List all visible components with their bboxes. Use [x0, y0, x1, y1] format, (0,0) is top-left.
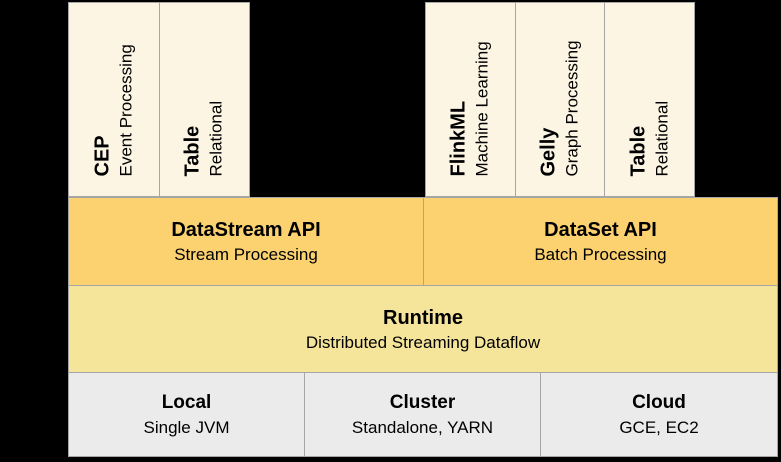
- library-label-table-batch: Table Relational: [605, 3, 694, 196]
- library-box-table-stream: Table Relational: [159, 2, 250, 197]
- runtime-box: Runtime Distributed Streaming Dataflow: [68, 286, 778, 373]
- runtime-title: Runtime: [383, 306, 463, 329]
- libraries-row: CEP Event Processing Table Relational Fl…: [68, 2, 778, 197]
- library-desc: Relational: [652, 100, 672, 176]
- api-title: DataStream API: [171, 219, 321, 242]
- api-title: DataSet API: [544, 219, 657, 242]
- dataset-api-box: DataSet API Batch Processing: [424, 197, 778, 286]
- deployment-row: Local Single JVM Cluster Standalone, YAR…: [68, 373, 778, 457]
- datastream-api-box: DataStream API Stream Processing: [68, 197, 424, 286]
- api-row: DataStream API Stream Processing DataSet…: [68, 197, 778, 286]
- library-box-table-batch: Table Relational: [605, 2, 696, 197]
- library-name: Gelly: [537, 127, 560, 176]
- library-label-flinkml: FlinkML Machine Learning: [426, 3, 515, 196]
- library-name: CEP: [91, 134, 114, 176]
- deploy-box-local: Local Single JVM: [68, 373, 305, 457]
- deploy-title: Cloud: [632, 392, 686, 414]
- deploy-title: Local: [161, 392, 212, 414]
- batch-libraries-group: FlinkML Machine Learning Gelly Graph Pro…: [425, 2, 696, 197]
- library-desc: Relational: [207, 100, 227, 176]
- library-name: Table: [627, 125, 650, 176]
- stack-container: CEP Event Processing Table Relational Fl…: [68, 2, 778, 457]
- deploy-title: Cluster: [389, 392, 456, 414]
- api-subtitle: Stream Processing: [174, 245, 318, 265]
- deploy-box-cloud: Cloud GCE, EC2: [541, 373, 778, 457]
- library-box-gelly: Gelly Graph Processing: [515, 2, 606, 197]
- deploy-subtitle: Standalone, YARN: [351, 417, 494, 437]
- streaming-libraries-group: CEP Event Processing Table Relational: [68, 2, 250, 197]
- library-label-gelly: Gelly Graph Processing: [516, 3, 605, 196]
- api-subtitle: Batch Processing: [534, 245, 667, 265]
- library-box-cep: CEP Event Processing: [68, 2, 160, 197]
- deploy-box-cluster: Cluster Standalone, YARN: [305, 373, 541, 457]
- library-name: FlinkML: [448, 100, 471, 176]
- library-desc: Event Processing: [116, 43, 136, 176]
- deploy-subtitle: Single JVM: [143, 417, 230, 437]
- library-label-cep: CEP Event Processing: [69, 3, 158, 196]
- library-desc: Graph Processing: [562, 39, 582, 176]
- library-box-flinkml: FlinkML Machine Learning: [425, 2, 516, 197]
- library-desc: Machine Learning: [473, 40, 493, 176]
- deploy-subtitle: GCE, EC2: [619, 417, 699, 437]
- library-name: Table: [182, 125, 205, 176]
- runtime-subtitle: Distributed Streaming Dataflow: [305, 332, 541, 352]
- library-label-table-stream: Table Relational: [160, 3, 249, 196]
